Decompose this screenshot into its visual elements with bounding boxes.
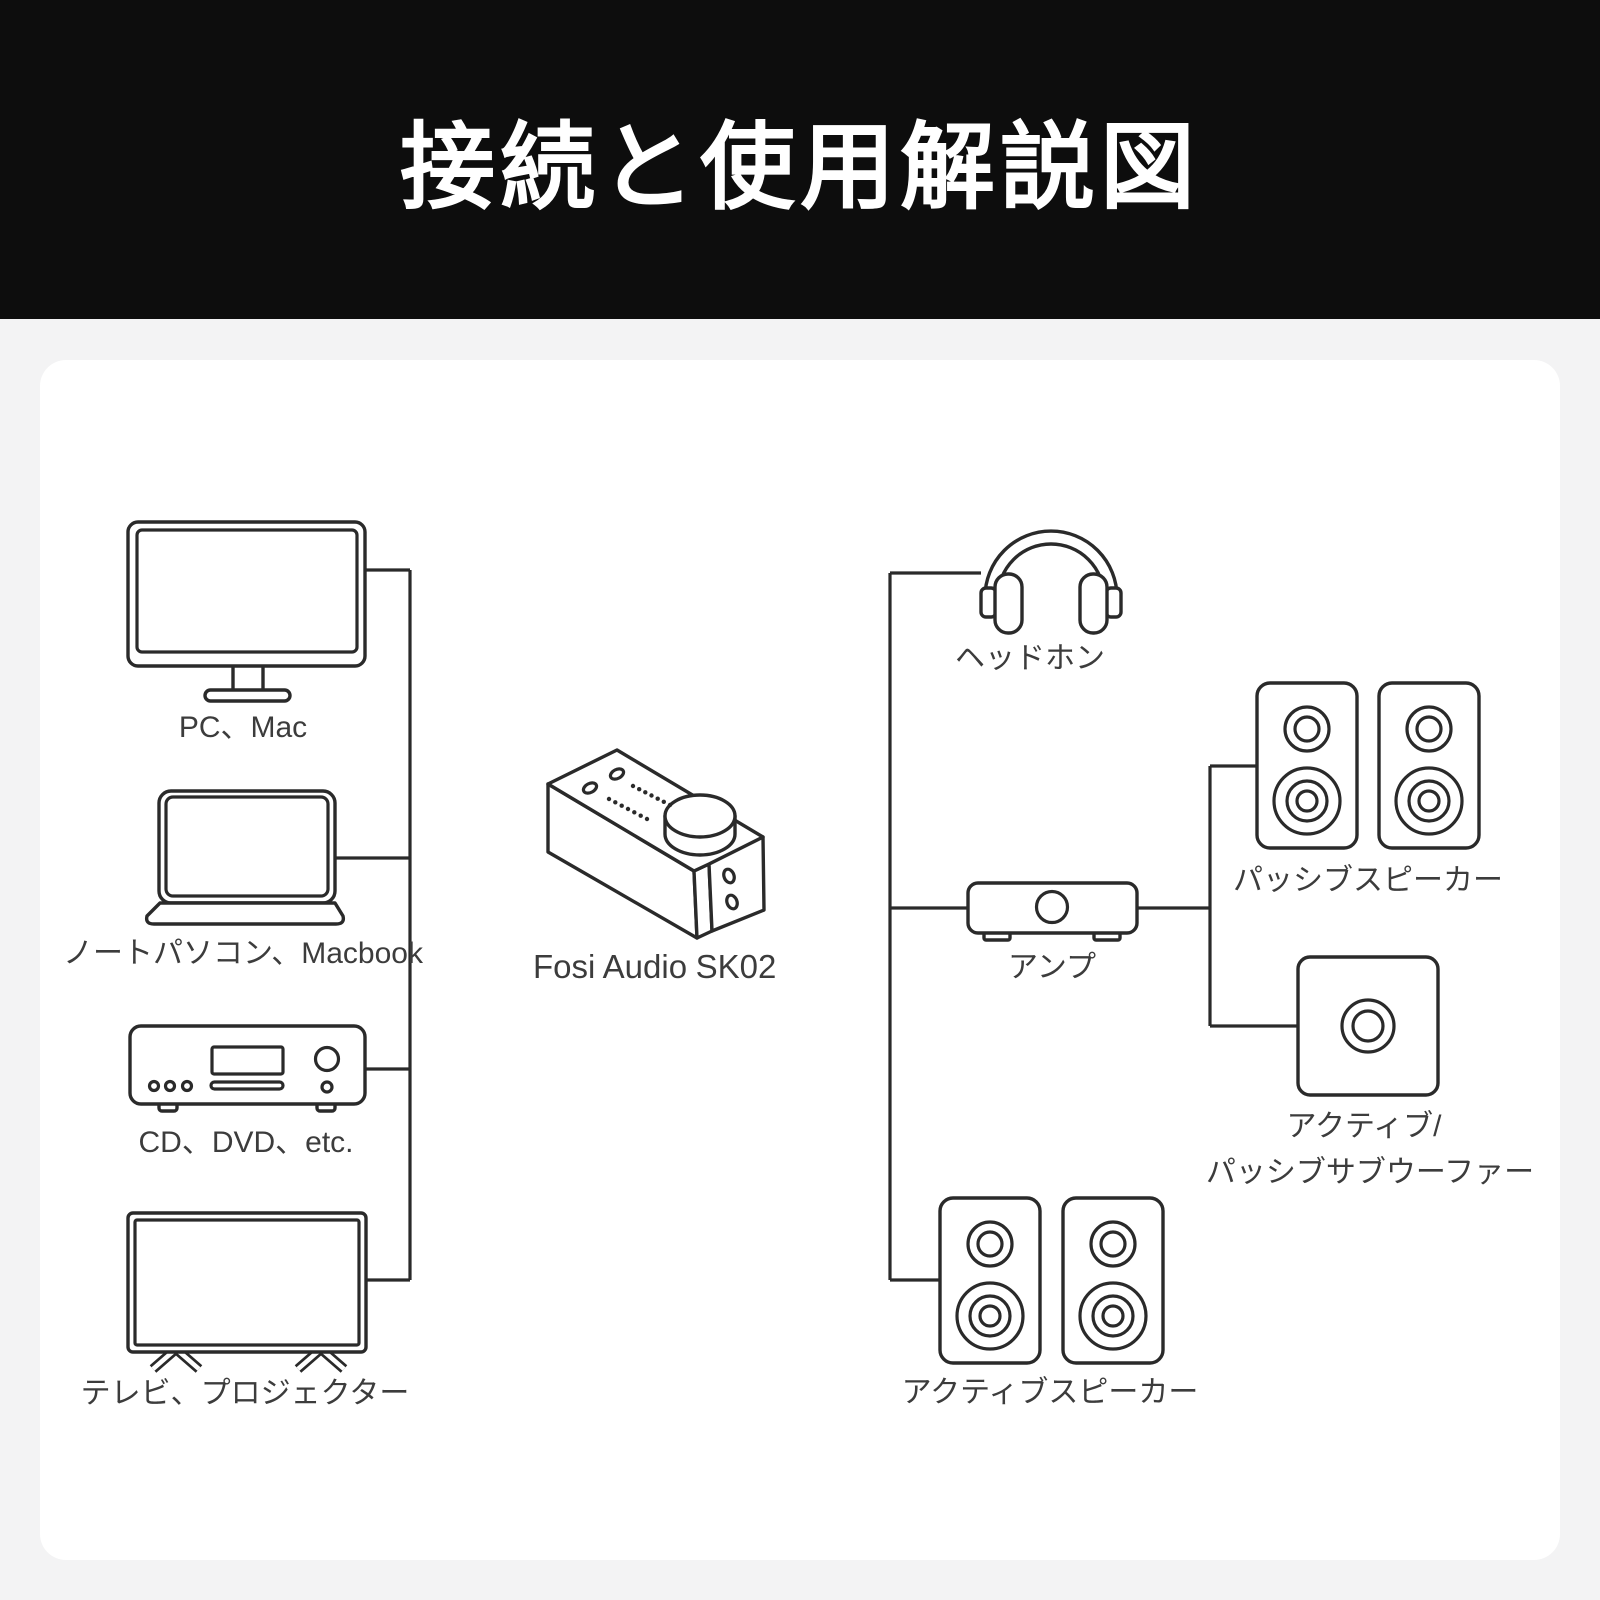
label-laptop: ノートパソコン、Macbook (63, 937, 424, 970)
label-cd-dvd: CD、DVD、etc. (138, 1126, 353, 1159)
label-subwoofer-line2: パッシブサブウーファー (1206, 1156, 1534, 1189)
label-headphones: ヘッドホン (955, 642, 1105, 675)
title-banner: 接続と使用解説図 (0, 0, 1600, 319)
sk02-volume-controller-icon (546, 748, 766, 940)
label-pc-mac: PC、Mac (179, 711, 307, 744)
label-amplifier: アンプ (1008, 951, 1096, 984)
label-tv-projector: テレビ、プロジェクター (81, 1377, 410, 1410)
label-passive-speakers: パッシブスピーカー (1233, 864, 1503, 897)
tv-icon (126, 1211, 368, 1373)
passive-speaker-pair-icon (1255, 681, 1481, 850)
subwoofer-icon (1296, 955, 1440, 1097)
source-connector-lines (335, 568, 412, 1282)
label-model: SK02 (696, 948, 777, 985)
desktop-monitor-icon (126, 520, 367, 703)
active-speaker-pair-icon (938, 1196, 1165, 1365)
laptop-icon (144, 789, 346, 926)
cd-player-icon (128, 1024, 367, 1113)
page-title: 接続と使用解説図 (399, 115, 1200, 221)
volume-dots (606, 783, 673, 822)
output-connector-lines (888, 571, 1298, 1282)
label-active-speakers: アクティブスピーカー (902, 1376, 1199, 1409)
label-brand: Fosi Audio (533, 948, 687, 985)
headphones-icon (979, 529, 1123, 635)
label-subwoofer-line1: アクティブ/ (1286, 1110, 1442, 1143)
amplifier-icon (966, 881, 1139, 942)
